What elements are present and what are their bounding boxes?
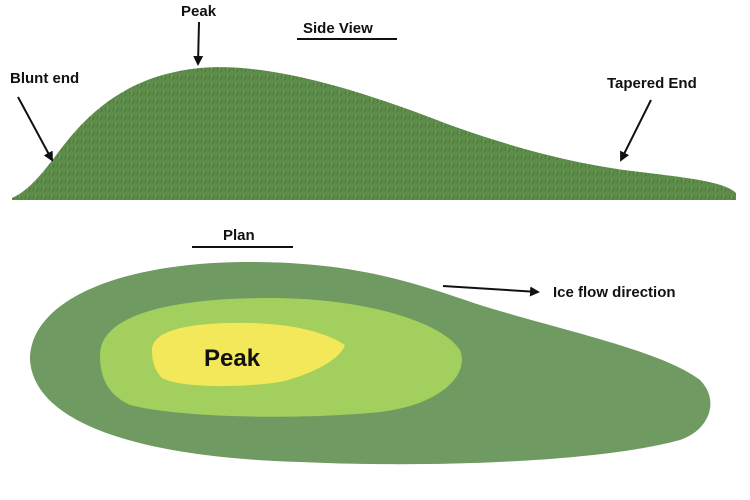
- plan-title: Plan: [223, 227, 255, 244]
- plan-peak-label: Peak: [204, 345, 261, 372]
- side-view-title: Side View: [303, 20, 373, 37]
- blunt-end-arrow: [17, 96, 53, 162]
- plan-inner-zone: [152, 322, 345, 387]
- peak-arrow: [193, 21, 204, 66]
- tapered-end-arrow: [620, 99, 652, 162]
- side-view-hill: [12, 67, 736, 201]
- blunt-end-label: Blunt end: [10, 70, 79, 87]
- ice-flow-label: Ice flow direction: [553, 284, 676, 301]
- peak-label: Peak: [181, 3, 217, 20]
- ice-flow-arrow: [442, 285, 540, 297]
- tapered-end-label: Tapered End: [607, 75, 697, 92]
